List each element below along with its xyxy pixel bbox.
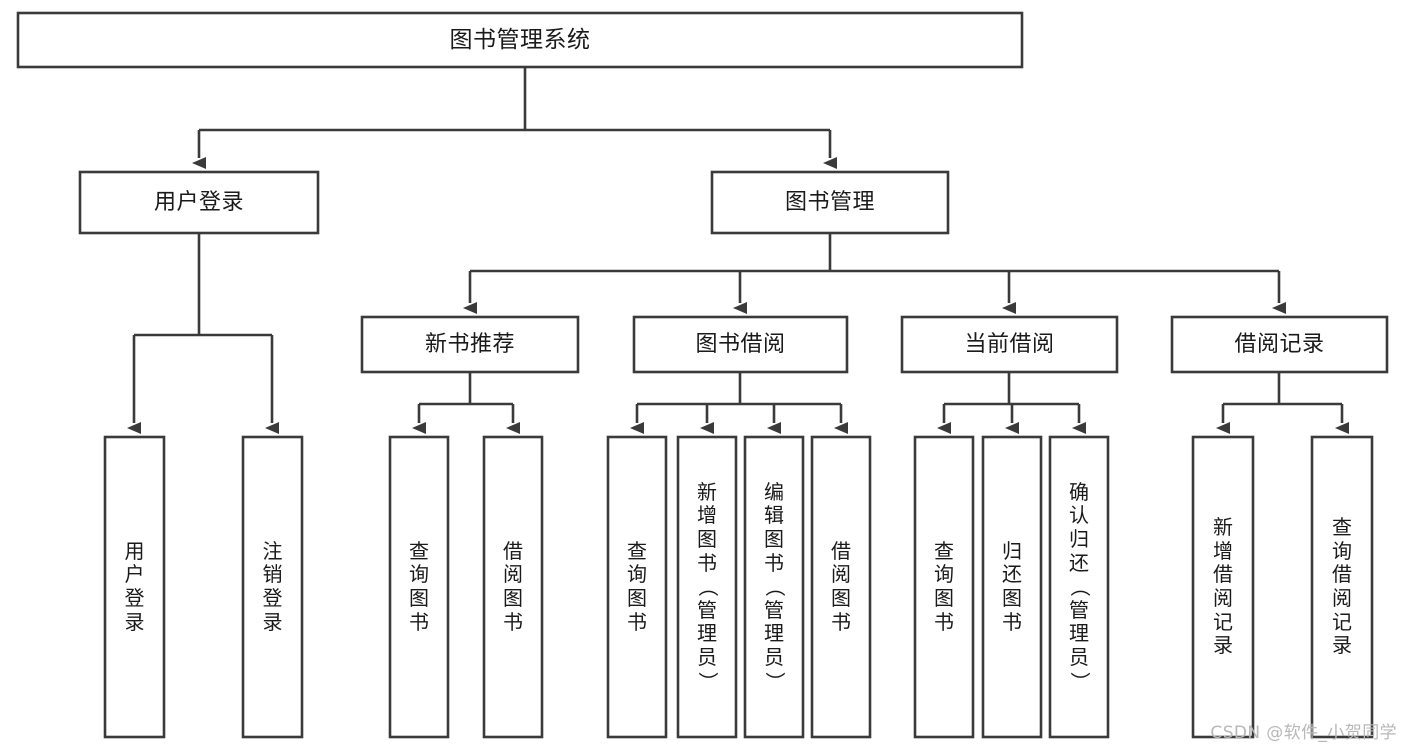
node-box-new-book-recommend[interactable] <box>360 315 580 374</box>
node-box-leaf-confirm-return[interactable] <box>1048 435 1110 739</box>
node-box-current-borrow[interactable] <box>900 315 1119 374</box>
node-box-book-manage[interactable] <box>710 170 950 235</box>
node-box-leaf-return-book[interactable] <box>981 435 1043 739</box>
node-box-book-borrow[interactable] <box>632 315 849 374</box>
node-box-leaf-add-book[interactable] <box>676 435 738 739</box>
node-box-leaf-borrow-book[interactable] <box>810 435 872 739</box>
node-box-leaf-query-book-cur[interactable] <box>913 435 975 739</box>
node-box-leaf-query-record[interactable] <box>1310 435 1374 739</box>
node-box-leaf-query-book-borrow[interactable] <box>606 435 668 739</box>
node-box-leaf-query-book-rec[interactable] <box>388 435 450 739</box>
node-box-root[interactable] <box>16 11 1024 69</box>
node-box-leaf-logout[interactable] <box>241 435 304 739</box>
node-box-leaf-user-login[interactable] <box>103 435 166 739</box>
node-box-leaf-edit-book[interactable] <box>743 435 805 739</box>
node-box-leaf-add-record[interactable] <box>1191 435 1255 739</box>
node-box-borrow-record[interactable] <box>1170 315 1389 374</box>
node-box-user-login[interactable] <box>78 170 320 235</box>
node-box-leaf-borrow-book-rec[interactable] <box>482 435 544 739</box>
